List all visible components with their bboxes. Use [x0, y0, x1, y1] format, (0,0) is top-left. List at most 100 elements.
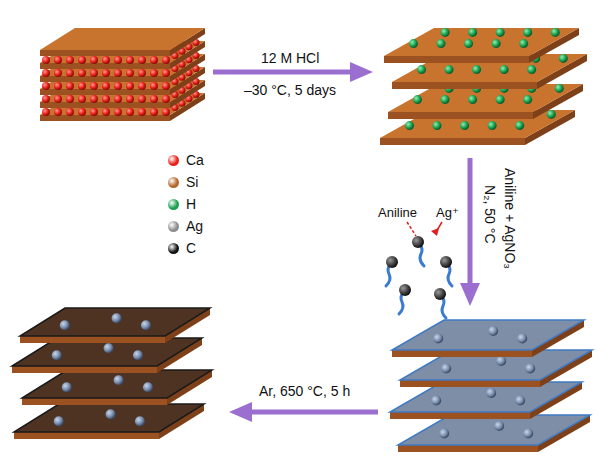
calcium-atom — [102, 69, 110, 77]
sheet-edge — [20, 336, 165, 343]
calcium-atom — [54, 56, 62, 64]
sheet-edge — [380, 138, 525, 145]
calcium-atom — [138, 95, 146, 103]
hydrogen-atom — [405, 121, 414, 130]
calcium-atom — [102, 95, 110, 103]
calcium-atom — [102, 82, 110, 90]
sheet-top — [380, 110, 575, 138]
sheet-edge — [40, 76, 170, 82]
sheet-edge — [40, 102, 170, 108]
hydrogen-atom — [555, 84, 564, 93]
leader-line — [407, 222, 416, 236]
sheet-top — [20, 308, 210, 336]
calcium-atom — [114, 108, 122, 116]
calcium-atom — [162, 82, 170, 90]
calcium-atom — [54, 95, 62, 103]
calcium-atom — [162, 108, 170, 116]
silver-particle — [433, 334, 443, 344]
silver-particle — [439, 429, 449, 439]
calcium-atom — [126, 82, 134, 90]
silver-particle — [496, 356, 506, 366]
calcium-atom — [102, 108, 110, 116]
calcium-atom — [90, 56, 98, 64]
sheet-edge — [388, 112, 533, 119]
legend-text: C — [186, 240, 196, 257]
calcium-atom — [42, 82, 50, 90]
sheet-edge — [40, 50, 170, 56]
hydrogen-atom — [445, 65, 454, 74]
calcium-atom — [90, 108, 98, 116]
silver-particle — [104, 343, 114, 353]
hydrogen-atom — [417, 65, 426, 74]
hydrogen-atom — [500, 65, 509, 74]
sheet-edge — [390, 412, 530, 419]
hydrogen-atom — [441, 28, 450, 37]
leader-head — [431, 228, 439, 236]
silver-ion — [412, 236, 424, 248]
sheet-edge — [392, 82, 537, 89]
sheet-edge — [384, 56, 529, 63]
legend-text: H — [186, 196, 196, 213]
calcium-atom — [150, 108, 158, 116]
hydrogen-atom — [523, 95, 532, 104]
sheet-top — [22, 370, 212, 398]
calcium-atom — [78, 95, 86, 103]
legend-swatch — [168, 155, 179, 166]
calcium-atom — [114, 95, 122, 103]
sheet-edge — [14, 432, 159, 439]
calcium-atom — [126, 69, 134, 77]
hydrogen-atom — [519, 39, 528, 48]
silver-particle — [52, 350, 62, 360]
silver-particle — [431, 396, 441, 406]
calcium-atom — [138, 108, 146, 116]
silver-particle — [515, 396, 525, 406]
calcium-atom — [78, 108, 86, 116]
calcium-atom — [42, 108, 50, 116]
hydrogen-atom — [523, 28, 532, 37]
calcium-atom — [162, 69, 170, 77]
calcium-atom — [126, 95, 134, 103]
calcium-atom — [66, 82, 74, 90]
hydrogen-atom — [488, 121, 497, 130]
silver-particle — [441, 364, 451, 374]
calcium-atom — [42, 69, 50, 77]
hydrogen-atom — [527, 65, 536, 74]
sheet-top — [14, 404, 204, 432]
calcium-atom — [66, 69, 74, 77]
hydrogen-atom — [464, 39, 473, 48]
legend-swatch — [168, 177, 179, 188]
silver-particle — [54, 416, 64, 426]
silver-ion — [399, 284, 411, 296]
hydrogen-atom — [468, 28, 477, 37]
calcium-atom — [90, 69, 98, 77]
sheet-edge — [40, 89, 170, 95]
silver-particle — [60, 320, 70, 330]
calcium-atom — [150, 69, 158, 77]
silver-ion — [434, 288, 446, 300]
condition-label: 12 M HCl — [261, 50, 319, 67]
hydrogen-atom — [472, 65, 481, 74]
legend-swatch — [168, 243, 179, 254]
calcium-atom — [54, 108, 62, 116]
calcium-atom — [54, 69, 62, 77]
calcium-atom — [90, 95, 98, 103]
silver-particle — [494, 421, 504, 431]
hydrogen-atom — [409, 39, 418, 48]
calcium-atom — [78, 82, 86, 90]
condition-label: –30 °C, 5 days — [244, 82, 336, 99]
silver-particle — [517, 334, 527, 344]
sheet-edge — [392, 350, 532, 357]
hydrogen-atom — [437, 39, 446, 48]
silver-particle — [525, 364, 535, 374]
sheet-top — [398, 415, 590, 445]
hydrogen-atom — [496, 28, 505, 37]
silver-particle — [114, 375, 124, 385]
silver-particle — [62, 382, 72, 392]
silver-ion — [386, 256, 398, 268]
species-label: Aniline — [378, 205, 417, 221]
calcium-atom — [66, 56, 74, 64]
calcium-atom — [78, 69, 86, 77]
calcium-atom — [78, 56, 86, 64]
calcium-atom — [150, 82, 158, 90]
